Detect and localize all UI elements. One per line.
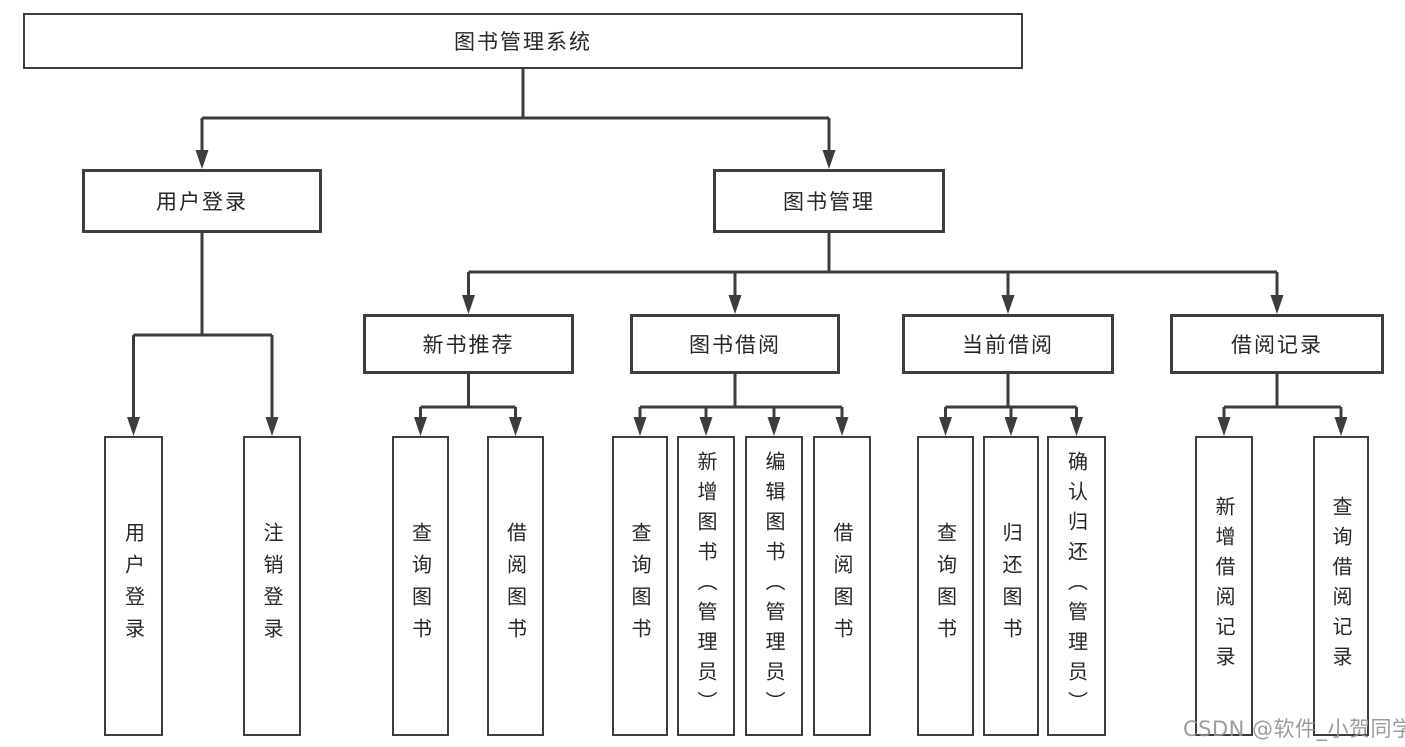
node-borrowing-records: 借阅记录 (1170, 314, 1384, 374)
node-label: 图书管理系统 (454, 30, 592, 54)
node-library-management-system: 图书管理系统 (23, 13, 1023, 69)
node-book-borrowing: 图书借阅 (630, 314, 840, 374)
csdn-watermark: CSDN @软件_小贺同学 (1183, 717, 1405, 741)
leaf-borrow-books-borrowing: 借阅图书 (813, 436, 871, 736)
node-label: 用户登录 (121, 522, 146, 650)
node-current-borrowing: 当前借阅 (902, 314, 1114, 374)
leaf-confirm-return-admin: 确认归还（管理员） (1047, 436, 1106, 736)
node-label: 确认归还（管理员） (1064, 451, 1089, 721)
arrowheads (127, 150, 1348, 436)
leaf-edit-book-admin: 编辑图书（管理员） (745, 436, 803, 736)
node-label: 借阅图书 (503, 522, 528, 650)
leaf-return-book: 归还图书 (983, 436, 1039, 736)
node-label: 注销登录 (260, 522, 284, 650)
node-user-login: 用户登录 (82, 169, 322, 233)
node-label: 新增借阅记录 (1212, 496, 1236, 676)
leaf-query-books-borrowing: 查询图书 (612, 436, 668, 736)
leaf-query-borrow-record: 查询借阅记录 (1313, 436, 1369, 736)
node-label: 当前借阅 (962, 333, 1054, 357)
leaf-query-books-current: 查询图书 (917, 436, 974, 736)
node-label: 查询图书 (933, 522, 958, 650)
leaf-query-books-recommend: 查询图书 (392, 436, 449, 736)
node-label: 查询图书 (408, 522, 433, 650)
leaf-user-login: 用户登录 (104, 436, 163, 736)
node-label: 归还图书 (999, 522, 1023, 650)
node-label: 图书管理 (783, 190, 875, 214)
node-new-book-recommendation: 新书推荐 (363, 314, 574, 374)
node-label: 新书推荐 (422, 333, 515, 357)
node-label: 新增图书（管理员） (694, 451, 718, 721)
node-book-management: 图书管理 (713, 169, 945, 233)
node-label: 用户登录 (156, 190, 248, 214)
leaf-borrow-books-recommend: 借阅图书 (487, 436, 544, 736)
node-label: 图书借阅 (689, 333, 781, 357)
leaf-add-borrow-record: 新增借阅记录 (1195, 436, 1253, 736)
node-label: 查询图书 (628, 522, 652, 650)
node-label: 编辑图书（管理员） (762, 451, 786, 721)
leaf-logout: 注销登录 (243, 436, 301, 736)
node-label: 查询借阅记录 (1329, 496, 1353, 676)
node-label: 借阅图书 (830, 522, 854, 650)
node-label: 借阅记录 (1231, 333, 1323, 357)
leaf-add-book-admin: 新增图书（管理员） (677, 436, 735, 736)
